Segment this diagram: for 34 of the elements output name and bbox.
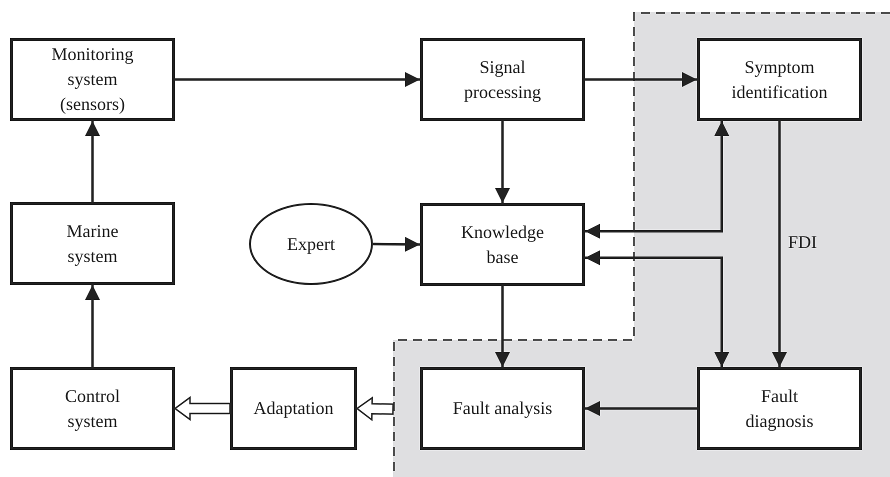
arrow [372,236,420,252]
node-label: Monitoring system (sensors) [50,43,134,116]
process-box [10,367,175,450]
arrow [772,121,787,367]
process-box [10,38,175,121]
node-label: Symptom identification [730,56,828,104]
arrow [175,72,420,87]
node-label: Marine system [66,220,120,268]
process-box [420,38,585,121]
arrow [85,285,100,367]
node-label: Control system [64,384,121,433]
node-label: Fault analysis [452,397,552,420]
process-box [697,367,862,450]
arrow [585,401,697,416]
arrow [85,121,100,202]
node-label: FDI [788,231,818,254]
node-label: Expert [287,232,335,256]
process-box [697,38,862,121]
node-label: Signal processing [463,56,542,104]
hollow-arrow [356,396,394,422]
process-box [420,367,585,450]
process-box [420,203,585,286]
arrow [585,250,730,367]
node-label: Adaptation [254,397,334,420]
process-box [230,367,357,450]
arrow [495,286,510,367]
dashed-region [393,12,890,477]
arrow [585,72,697,87]
arrow [585,121,730,239]
node-label: Fault diagnosis [744,384,814,433]
arrow [495,121,510,203]
node-label: Knowledge base [460,220,545,268]
process-box [10,202,175,285]
hollow-arrow [174,396,231,421]
